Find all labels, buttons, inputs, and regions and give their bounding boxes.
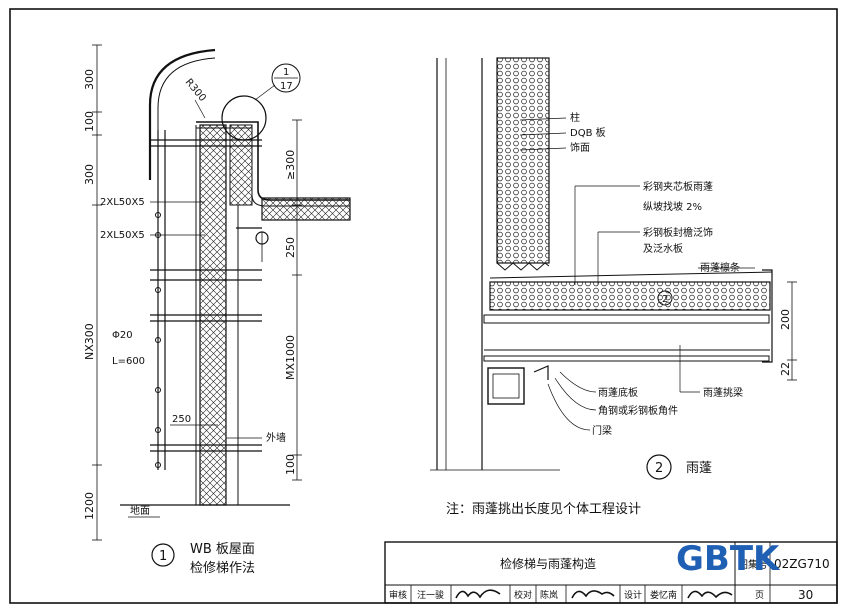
label-angle: 角钢或彩钢板角件 xyxy=(598,404,678,417)
dim-200: 200 xyxy=(779,309,792,330)
detail-ref-circle xyxy=(271,63,301,93)
dim-right-mx1000: MX1000 xyxy=(284,335,297,380)
detail-1-number-circle xyxy=(151,543,175,567)
ref-bottom: 17 xyxy=(280,81,293,92)
spacing-250: 250 xyxy=(172,414,191,425)
angle-label-2: 2XL50X5 xyxy=(100,230,145,241)
title-block-title: 检修梯与雨蓬构造 xyxy=(500,556,596,571)
label-flashing-2: 及泛水板 xyxy=(643,242,683,255)
dim-left-nx300: NX300 xyxy=(83,323,96,360)
label-canopy-panel: 彩钢夹芯板雨蓬 xyxy=(643,180,713,193)
label-cantilever: 雨蓬挑梁 xyxy=(703,386,743,399)
radius-label: R300 xyxy=(183,77,208,104)
detail-2-caption: 雨蓬 xyxy=(686,461,712,476)
row-review: 审核 xyxy=(389,589,407,601)
page-number: 30 xyxy=(798,588,813,602)
row-check-name: 陈岚 xyxy=(540,589,558,601)
watermark: GBTK xyxy=(676,539,781,579)
detail-2-callout: 2 xyxy=(662,294,668,305)
rung-label-2: L=600 xyxy=(112,356,145,367)
label-facing: 饰面 xyxy=(570,141,590,154)
label-dqb: DQB 板 xyxy=(570,126,606,139)
dim-right-250: 250 xyxy=(284,237,297,258)
label-soffit: 雨蓬底板 xyxy=(598,386,638,399)
label-column: 柱 xyxy=(570,111,580,124)
dim-right-100: 100 xyxy=(284,454,297,475)
label-purlin: 雨蓬檩条 xyxy=(700,261,740,274)
title-block xyxy=(384,541,838,604)
page-label: 页 xyxy=(755,590,764,601)
atlas-label: 图集号 xyxy=(738,558,768,571)
detail-1-ladder xyxy=(92,44,351,541)
design-note: 注：雨蓬挑出长度见个体工程设计 xyxy=(446,501,641,517)
signatures xyxy=(455,589,733,599)
ground-label: 地面 xyxy=(130,504,150,517)
detail-1-caption-1: WB 板屋面 xyxy=(190,542,255,557)
outer-wall-label: 外墙 xyxy=(266,431,286,444)
dim-left-100: 100 xyxy=(83,111,96,132)
row-review-name: 汪一骏 xyxy=(417,589,444,601)
dim-left-1200: 1200 xyxy=(83,492,96,520)
dim-22: 22 xyxy=(779,362,792,376)
angle-label-1: 2XL50X5 xyxy=(100,197,145,208)
label-door-beam: 门梁 xyxy=(592,424,612,437)
detail-2-number: 2 xyxy=(655,461,663,476)
rung-label-1: Φ20 xyxy=(112,330,133,341)
label-flashing: 彩钢板封檐泛饰 xyxy=(643,226,713,239)
detail-1-caption-2: 检修梯作法 xyxy=(190,561,255,576)
dim-right-300: ≥300 xyxy=(284,150,297,180)
ref-top: 1 xyxy=(283,67,289,78)
row-design-name: 娄忆南 xyxy=(650,589,677,601)
dim-left-300: 300 xyxy=(83,164,96,185)
row-check: 校对 xyxy=(514,589,532,601)
row-design: 设计 xyxy=(624,589,642,601)
label-slope: 纵坡找坡 2% xyxy=(643,200,702,213)
detail-2-number-circle xyxy=(646,454,672,480)
dim-left-300-top: 300 xyxy=(83,69,96,90)
detail-1-number: 1 xyxy=(159,549,167,564)
atlas-number: 02ZG710 xyxy=(774,557,830,571)
detail-2-canopy xyxy=(430,57,797,471)
